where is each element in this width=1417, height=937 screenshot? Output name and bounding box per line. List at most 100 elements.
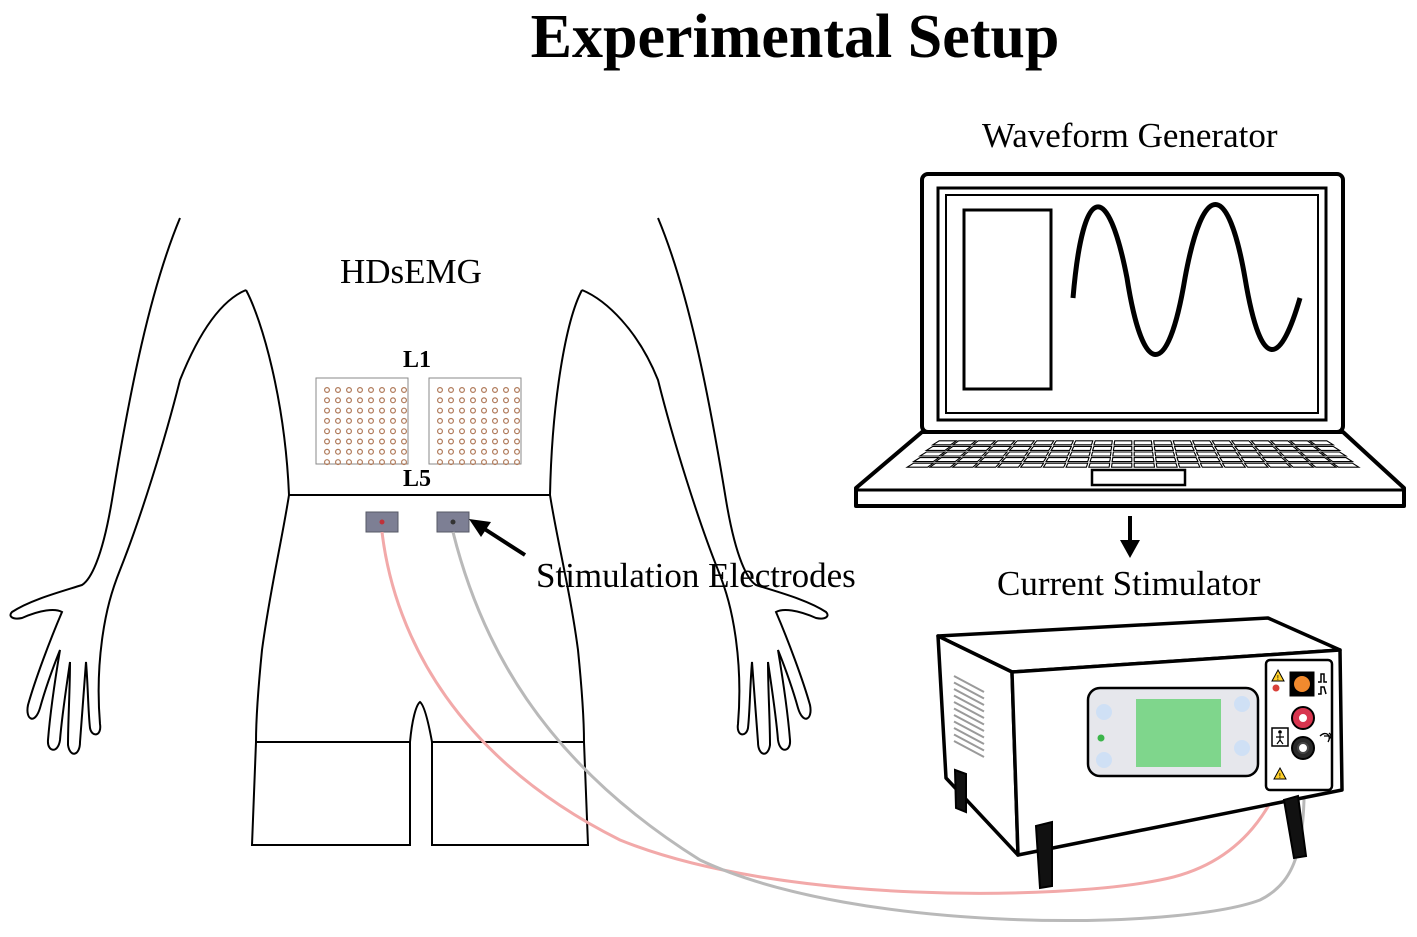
keyboard-key (1042, 462, 1067, 468)
grid-electrode-dot (437, 459, 444, 466)
grid-dots-right (437, 387, 520, 466)
grid-electrode-dot (401, 428, 408, 435)
grid-electrode-dot (459, 459, 466, 466)
keyboard-key (951, 440, 978, 446)
grid-electrode-dot (470, 428, 477, 435)
grid-electrode-dot (503, 407, 510, 414)
grid-electrode-dot (437, 417, 444, 424)
grid-electrode-dot (481, 397, 488, 404)
grid-electrode-dot (481, 438, 488, 445)
keyboard-key (1233, 445, 1258, 451)
keyboard-key (1175, 451, 1197, 457)
keyboard-key (1307, 440, 1336, 446)
vent-slat (953, 714, 985, 732)
grid-electrode-dot (492, 407, 499, 414)
grid-electrode-dot (459, 438, 466, 445)
grid-electrode-dot (346, 387, 353, 394)
keyboard-key (1249, 440, 1275, 446)
keyboard-key (1211, 440, 1234, 446)
keyboard-key (1195, 451, 1219, 457)
grid-electrode-dot (513, 448, 520, 455)
grid-electrode-dot (401, 387, 408, 394)
label-l5: L5 (403, 466, 432, 492)
keyboard-key (951, 462, 979, 468)
grid-electrode-dot (492, 417, 499, 424)
keyboard-key (1069, 451, 1091, 457)
right-arm (581, 217, 829, 755)
grid-electrode-dot (368, 397, 375, 404)
svg-text:!: ! (1277, 674, 1280, 682)
keyboard-key (930, 440, 959, 446)
grid-electrode-dot (401, 459, 408, 466)
grid-electrode-dot (513, 397, 520, 404)
grid-electrode-dot (492, 387, 499, 394)
keyboard-key (1008, 445, 1033, 451)
keyboard-key (1112, 445, 1133, 451)
grid-electrode-dot (379, 428, 386, 435)
keyboard-key (911, 457, 941, 463)
keyboard-key (1022, 457, 1048, 463)
grid-electrode-dot (346, 417, 353, 424)
grid-electrode-dot (459, 407, 466, 414)
warning-icon: ! (1273, 766, 1287, 780)
keyboard-key (1090, 451, 1112, 457)
vent-slat (953, 707, 985, 726)
grid-electrode-dot (368, 417, 375, 424)
socket-red-inner (1297, 712, 1309, 724)
grid-electrode-dot (513, 459, 520, 466)
grid-electrode-dot (503, 417, 510, 424)
vent-slat (953, 733, 985, 752)
grid-dots-left (324, 387, 408, 466)
keyboard-key (1197, 457, 1221, 463)
grid-electrode-dot (513, 407, 520, 414)
keyboard-key (1133, 457, 1155, 463)
laptop (854, 172, 1406, 508)
keyboard-key (905, 462, 936, 468)
keyboard-key (1221, 462, 1247, 468)
grid-electrode-dot (481, 448, 488, 455)
vent-slat (953, 701, 985, 719)
keyboard-key (1293, 445, 1321, 451)
keyboard-key (1173, 445, 1195, 451)
keyboard-key (1113, 440, 1133, 446)
keyboard-key (1218, 457, 1244, 463)
keyboard-key (1253, 445, 1279, 451)
grid-electrode-dot (459, 417, 466, 424)
electrode-pointer-arrow (469, 519, 527, 557)
grid-electrode-dot (368, 428, 375, 435)
grid-electrode-dot (448, 407, 455, 414)
grid-electrode-dot (481, 428, 488, 435)
stimulation-electrodes (365, 511, 470, 533)
keyboard-key (1243, 462, 1270, 468)
lead-wire-gray (451, 531, 1306, 922)
socket-black-inner (1297, 742, 1309, 754)
grid-electrode-dot (513, 428, 520, 435)
grid-electrode-dot (481, 459, 488, 466)
keyboard-key (1091, 445, 1113, 451)
keyboard-key (1193, 445, 1216, 451)
vent-slat (953, 727, 985, 745)
keyboard-key (982, 451, 1009, 457)
grid-electrode-dot (390, 428, 397, 435)
keyboard-key (928, 462, 957, 468)
trackpad (1090, 468, 1187, 487)
grid-electrode-dot (448, 448, 455, 455)
keyboard-key (1133, 451, 1154, 457)
grid-electrode-dot (379, 387, 386, 394)
grid-electrode-dot (379, 417, 386, 424)
keyboard-key (1230, 440, 1254, 446)
keyboard-key (991, 440, 1017, 446)
stimulator-leg-front-right (1282, 794, 1308, 860)
keyboard (905, 440, 1361, 468)
grid-electrode-dot (390, 417, 397, 424)
grid-electrode-dot (357, 397, 364, 404)
keyboard-key (1269, 440, 1295, 446)
grid-electrode-dot (448, 438, 455, 445)
keyboard-key (971, 440, 997, 446)
grid-electrode-dot (448, 428, 455, 435)
keyboard-key (1282, 457, 1310, 463)
grid-electrode-dot (492, 459, 499, 466)
grid-electrode-dot (513, 387, 520, 394)
grid-electrode-dot (459, 428, 466, 435)
keyboard-key (1177, 462, 1201, 468)
